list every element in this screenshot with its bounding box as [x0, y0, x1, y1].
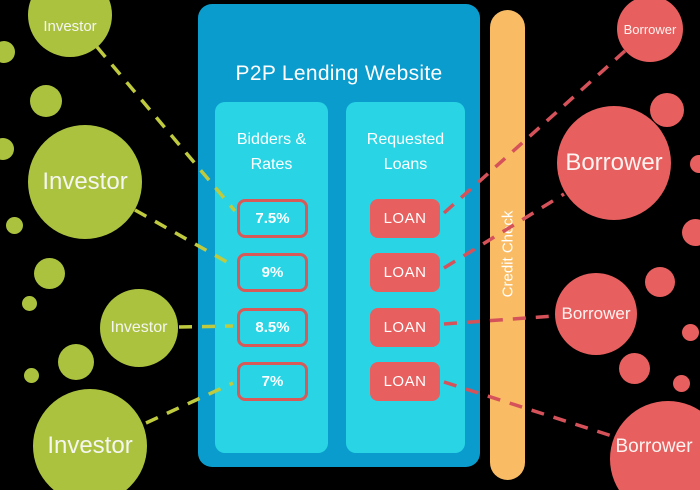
loan-box: LOAN: [370, 362, 440, 401]
decor-circle-red: [682, 219, 700, 246]
credit-check-label: Credit Check: [499, 211, 516, 298]
borrower-label: Borrower: [623, 21, 677, 37]
bidders-rates-panel: Bidders & Rates 7.5% 9% 8.5% 7%: [215, 102, 328, 453]
borrower-node: Borrower: [557, 106, 671, 220]
decor-circle-red: [645, 267, 675, 297]
decor-circle-red: [619, 353, 650, 384]
loan-label: LOAN: [383, 264, 427, 281]
rate-box: 7.5%: [237, 199, 308, 238]
rate-value: 7.5%: [255, 210, 290, 227]
borrower-label: Borrower: [561, 304, 631, 323]
decor-circle-red: [690, 155, 700, 173]
decor-circle-green: [30, 85, 62, 117]
borrower-label: Borrower: [565, 149, 663, 176]
borrower-label: Borrower: [615, 436, 693, 457]
decor-circle-green: [6, 217, 23, 234]
decor-circle-green: [34, 258, 65, 289]
decor-circle-red: [650, 93, 684, 127]
loan-label: LOAN: [383, 373, 427, 390]
investor-label: Investor: [47, 432, 133, 459]
borrower-node: Borrower: [555, 273, 637, 355]
borrower-node: Borrower: [617, 0, 683, 62]
panel-title: P2P Lending Website: [235, 62, 443, 85]
loan-box: LOAN: [370, 253, 440, 292]
rate-box: 9%: [237, 253, 308, 292]
rate-value: 8.5%: [255, 319, 290, 336]
rate-box: 8.5%: [237, 308, 308, 347]
requested-loans-panel: Requested Loans LOAN LOAN LOAN LOAN: [346, 102, 465, 453]
investor-label: Investor: [110, 319, 168, 336]
investor-node: Investor: [100, 289, 178, 367]
decor-circle-green: [24, 368, 39, 383]
investor-node: Investor: [28, 125, 142, 239]
p2p-website-panel: P2P Lending Website Bidders & Rates 7.5%…: [198, 4, 480, 467]
decor-circle-green: [0, 138, 14, 160]
investor-label: Investor: [42, 168, 128, 195]
loan-label: LOAN: [383, 210, 427, 227]
rate-value: 9%: [261, 264, 284, 281]
decor-circle-red: [673, 375, 690, 392]
borrower-node: Borrower: [610, 401, 700, 490]
rate-value: 7%: [261, 373, 284, 390]
loan-box: LOAN: [370, 199, 440, 238]
requested-loans-heading: Requested Loans: [366, 131, 445, 173]
loan-label: LOAN: [383, 319, 427, 336]
decor-circle-green: [0, 41, 15, 63]
decor-circle-green: [22, 296, 37, 311]
credit-check-bar: Credit Check: [490, 10, 525, 480]
bidders-rates-heading: Bidders & Rates: [236, 131, 307, 173]
decor-circle-green: [58, 344, 94, 380]
investor-node: Investor: [28, 0, 112, 57]
investor-node: Investor: [33, 389, 147, 490]
decor-circle-red: [682, 324, 699, 341]
rate-box: 7%: [237, 362, 308, 401]
investor-label: Investor: [43, 17, 97, 35]
loan-box: LOAN: [370, 308, 440, 347]
